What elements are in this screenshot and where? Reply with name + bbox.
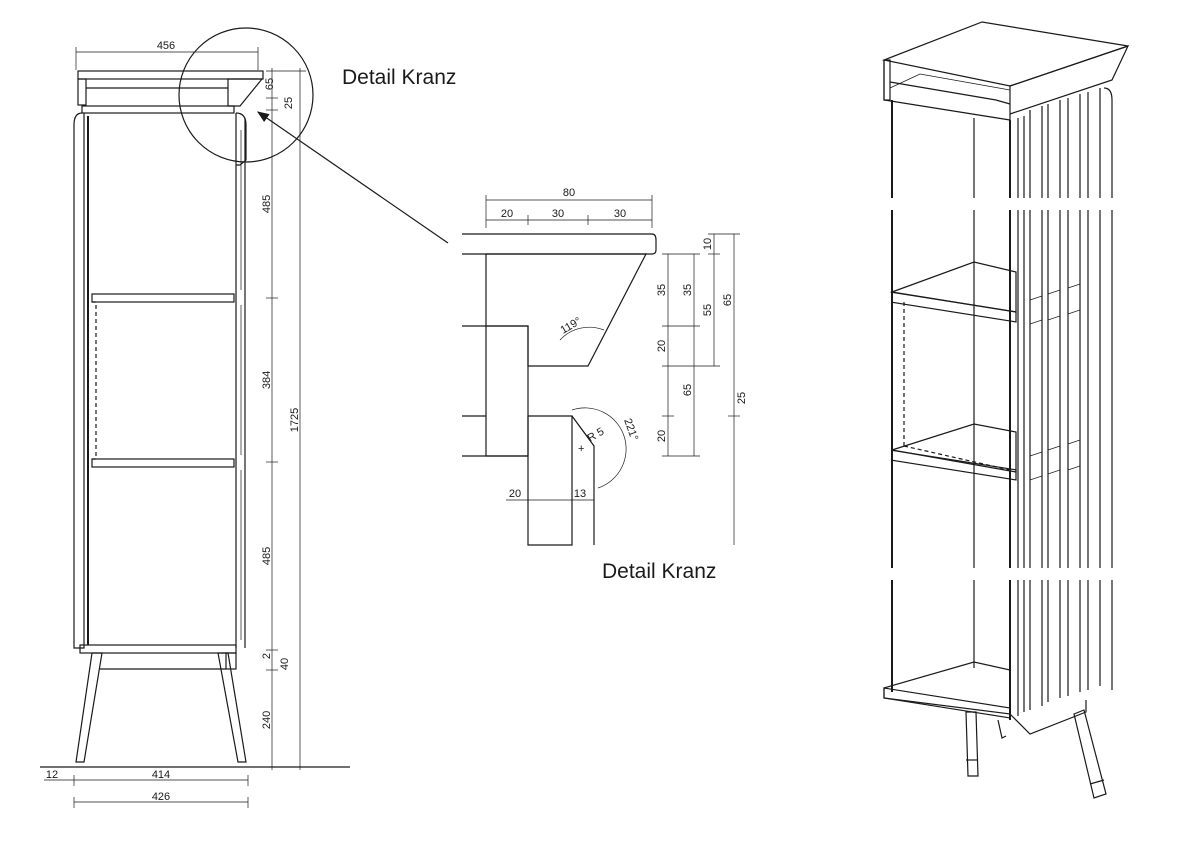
detail-h-35a: 35: [656, 284, 668, 296]
left-leg: [75, 652, 103, 763]
detail-h-10: 10: [702, 238, 714, 250]
dim-leg-height: 240: [261, 711, 273, 729]
detail-h-20a: 20: [656, 340, 668, 352]
dim-inner-width: 414: [152, 769, 170, 781]
iso-slats: [1009, 87, 1113, 720]
crown-left-side: [77, 78, 87, 106]
iso-bottom-panel: [883, 661, 1011, 715]
dim-crown-height: 65: [264, 78, 276, 90]
front-view: 456 65 25 485 384 1725 485 2 40 240 12 4…: [40, 27, 449, 808]
dim-base-height: 40: [279, 658, 291, 670]
detail-w-30b: 30: [614, 208, 626, 220]
iso-break-top: [880, 198, 1120, 210]
bottom-panel: [79, 644, 237, 654]
angle-221: 221°: [621, 417, 640, 442]
detail-front-board: [527, 415, 573, 546]
dim-base-gap: 2: [261, 653, 273, 659]
dim-total-width: 456: [157, 40, 175, 52]
iso-break-bottom: [880, 568, 1120, 580]
iso-lower-shelf: [891, 423, 1017, 473]
isometric-view: [880, 21, 1130, 799]
iso-hidden-back: [903, 302, 1011, 471]
detail-label-bottom: Detail Kranz: [602, 560, 716, 583]
dim-crown-top: 25: [283, 97, 295, 109]
detail-b-13: 13: [574, 488, 586, 500]
dim-total-height: 1725: [289, 408, 301, 432]
iso-back-leg: [997, 719, 1007, 739]
detail-label-top: Detail Kranz: [342, 66, 456, 89]
detail-h-65b: 65: [682, 384, 694, 396]
angle-119: 119°: [559, 315, 584, 336]
detail-h-35b: 35: [682, 284, 694, 296]
detail-h-20b: 20: [656, 430, 668, 442]
detail-h-55: 55: [702, 304, 714, 316]
detail-side-board: [485, 325, 529, 457]
iso-crown-profile: [1009, 44, 1130, 115]
iso-front-leg: [965, 711, 979, 777]
detail-w-20: 20: [501, 208, 513, 220]
detail-crown-section: [485, 253, 647, 367]
detail-circle: [178, 27, 314, 163]
upper-shelf: [91, 293, 235, 303]
angle-arc-119: [559, 326, 605, 341]
radius-r5: R 5: [586, 426, 607, 445]
detail-view: 119° 221° R 5 + 80 20 30 30: [462, 187, 748, 546]
dim-upper-section: 485: [261, 195, 273, 213]
hidden-back-edge: [92, 301, 97, 460]
left-side-panel: [73, 112, 85, 649]
dim-body-width: 426: [152, 791, 170, 803]
detail-w-30a: 30: [552, 208, 564, 220]
angle-arc-221: [571, 407, 627, 489]
dim-middle-section: 384: [261, 371, 273, 389]
detail-h-65a: 65: [722, 294, 734, 306]
iso-right-leg: [1073, 709, 1107, 799]
detail-arrow: [257, 111, 449, 244]
lower-shelf: [91, 458, 235, 468]
iso-crown-front: [883, 60, 1011, 121]
top-panel: [81, 105, 235, 114]
dim-side-offset: 12: [46, 769, 58, 781]
iso-upper-shelf: [889, 261, 1017, 313]
base-block: [225, 652, 237, 670]
iso-base: [1009, 700, 1087, 735]
detail-width-80: 80: [563, 187, 575, 199]
crown-top-board: [77, 70, 264, 80]
detail-b-20: 20: [509, 488, 521, 500]
detail-h-25: 25: [736, 392, 748, 404]
right-leg: [217, 652, 247, 763]
iso-crown-top: [881, 21, 1129, 87]
dim-lower-section: 485: [261, 547, 273, 565]
crown-profile: [227, 78, 264, 107]
svg-text:+: +: [578, 443, 584, 455]
detail-top-board: [462, 233, 657, 255]
